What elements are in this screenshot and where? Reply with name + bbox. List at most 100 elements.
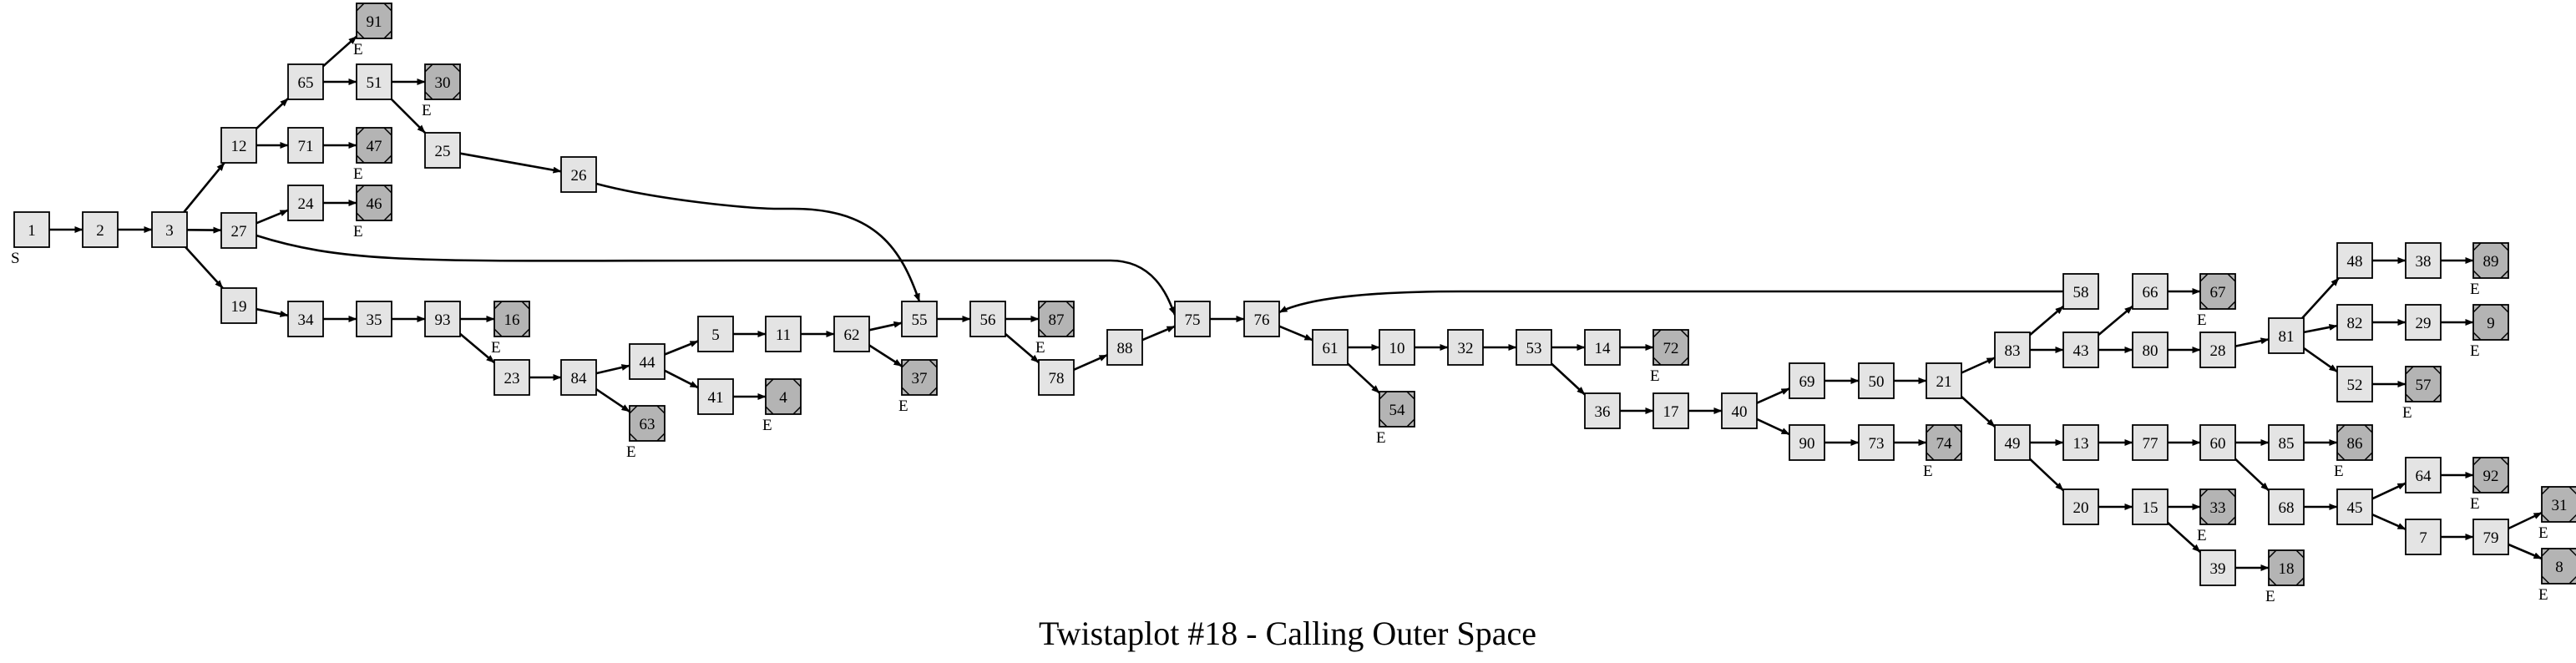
node-label: 76 bbox=[1254, 311, 1270, 329]
node-box bbox=[2336, 366, 2373, 402]
node-29: 29 bbox=[2405, 304, 2442, 341]
end-tag: E bbox=[1650, 367, 1660, 385]
node-box bbox=[1584, 392, 1621, 429]
node-80: 80 bbox=[2132, 332, 2169, 368]
node-label: 44 bbox=[640, 354, 656, 372]
end-corner-mark bbox=[2364, 452, 2373, 461]
end-node-box bbox=[356, 127, 392, 164]
edge-60-to-68 bbox=[2234, 458, 2270, 492]
end-tag: E bbox=[353, 223, 363, 240]
node-41: 41 bbox=[697, 378, 734, 415]
node-label: 20 bbox=[2073, 499, 2089, 517]
node-label: 21 bbox=[1936, 373, 1952, 391]
node-86: 86E bbox=[2334, 424, 2373, 480]
node-box bbox=[2062, 424, 2099, 461]
node-7: 7 bbox=[2405, 519, 2442, 555]
node-box bbox=[2336, 488, 2373, 525]
node-label: 1 bbox=[28, 222, 36, 240]
node-11: 11 bbox=[765, 316, 802, 352]
end-corner-mark bbox=[1406, 418, 1415, 428]
edge-43-to-66 bbox=[2098, 305, 2133, 337]
node-40: 40 bbox=[1721, 392, 1758, 429]
end-corner-mark bbox=[2199, 273, 2209, 282]
node-65: 65 bbox=[287, 63, 324, 100]
node-label: 47 bbox=[367, 138, 382, 155]
end-corner-mark bbox=[2541, 548, 2550, 557]
node-label: 52 bbox=[2347, 377, 2363, 394]
node-label: 31 bbox=[2552, 497, 2568, 514]
node-label: 8 bbox=[2555, 559, 2563, 576]
node-label: 60 bbox=[2210, 435, 2226, 453]
node-label: 88 bbox=[1117, 340, 1133, 357]
node-label: 65 bbox=[298, 74, 314, 92]
node-box bbox=[1789, 362, 1825, 399]
node-label: 80 bbox=[2143, 342, 2158, 360]
end-corner-mark bbox=[1652, 329, 1662, 338]
node-box bbox=[356, 301, 392, 337]
node-label: 68 bbox=[2279, 499, 2295, 517]
node-box bbox=[1858, 424, 1895, 461]
end-corner-mark bbox=[452, 91, 461, 100]
end-corner-mark bbox=[356, 185, 365, 194]
node-57: 57E bbox=[2402, 366, 2442, 422]
edge-3-to-12 bbox=[183, 162, 225, 213]
node-box bbox=[2199, 549, 2236, 586]
end-corner-mark bbox=[383, 30, 392, 39]
node-label: 15 bbox=[2143, 499, 2158, 517]
node-label: 34 bbox=[298, 311, 315, 329]
edge-49-to-20 bbox=[2029, 458, 2064, 492]
node-label: 24 bbox=[298, 195, 315, 213]
node-box bbox=[901, 301, 938, 337]
node-66: 66 bbox=[2132, 273, 2169, 310]
end-corner-mark bbox=[2227, 488, 2236, 498]
end-corner-mark bbox=[383, 3, 392, 12]
node-58: 58 bbox=[2062, 273, 2099, 310]
edge-84-to-63 bbox=[595, 388, 630, 412]
node-25: 25 bbox=[424, 132, 461, 169]
node-37: 37E bbox=[898, 359, 938, 415]
node-label: 33 bbox=[2210, 499, 2226, 517]
node-55: 55 bbox=[901, 301, 938, 337]
node-label: 91 bbox=[367, 13, 382, 31]
node-box bbox=[629, 343, 666, 380]
end-corner-mark bbox=[356, 212, 365, 221]
node-label: 75 bbox=[1185, 311, 1201, 329]
edge-28-to-81 bbox=[2234, 337, 2270, 347]
end-tag: E bbox=[2538, 586, 2548, 604]
node-87: 87E bbox=[1035, 301, 1075, 357]
node-box bbox=[2062, 332, 2099, 368]
end-corner-mark bbox=[2541, 514, 2550, 523]
end-corner-mark bbox=[356, 30, 365, 39]
node-9: 9E bbox=[2470, 304, 2509, 360]
end-corner-mark bbox=[1953, 452, 1962, 461]
node-label: 73 bbox=[1869, 435, 1885, 453]
edge-78-to-88 bbox=[1073, 354, 1108, 371]
end-node-box bbox=[2199, 273, 2236, 310]
edge-40-to-69 bbox=[1756, 387, 1790, 404]
node-box bbox=[220, 287, 257, 324]
end-node-box bbox=[1379, 391, 1415, 428]
node-label: 14 bbox=[1595, 340, 1612, 357]
end-corner-mark bbox=[356, 127, 365, 136]
node-label: 74 bbox=[1936, 435, 1953, 453]
edge-44-to-5 bbox=[664, 340, 699, 356]
node-label: 49 bbox=[2005, 435, 2021, 453]
node-5: 5 bbox=[697, 316, 734, 352]
node-box bbox=[1447, 329, 1484, 366]
end-corner-mark bbox=[2295, 577, 2305, 586]
node-label: 77 bbox=[2143, 435, 2158, 453]
node-label: 5 bbox=[711, 326, 720, 344]
node-label: 93 bbox=[435, 311, 451, 329]
end-corner-mark bbox=[493, 328, 503, 337]
end-tag: E bbox=[2197, 311, 2207, 329]
node-27: 27 bbox=[220, 212, 257, 249]
node-62: 62 bbox=[833, 316, 870, 352]
end-tag: E bbox=[2265, 588, 2275, 605]
node-label: 38 bbox=[2416, 253, 2432, 271]
end-corner-mark bbox=[2500, 304, 2509, 313]
node-label: 51 bbox=[367, 74, 382, 92]
end-corner-mark bbox=[629, 405, 638, 414]
node-label: 25 bbox=[435, 143, 451, 160]
node-32: 32 bbox=[1447, 329, 1484, 366]
